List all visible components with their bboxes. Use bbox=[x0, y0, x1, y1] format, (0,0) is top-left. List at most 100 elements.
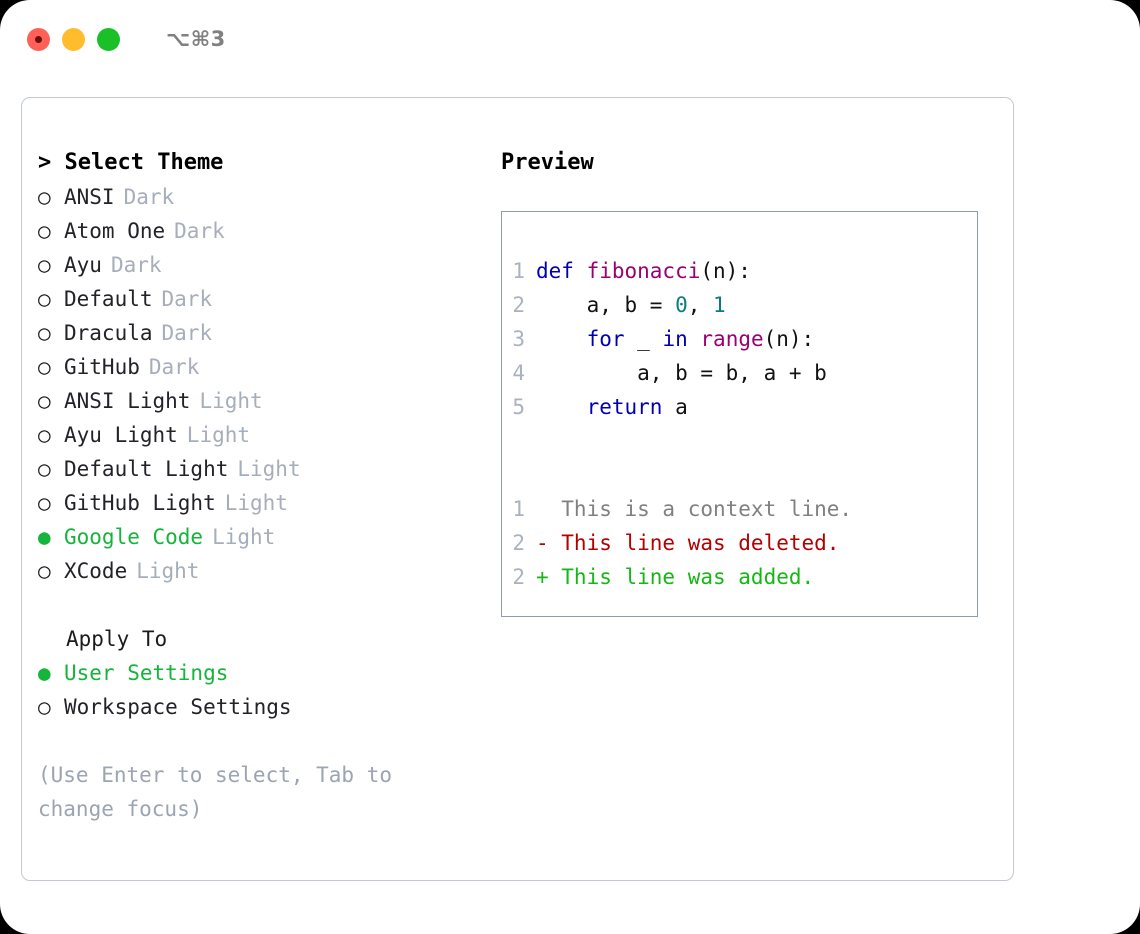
keyboard-hint-text: (Use Enter to select, Tab to change focu… bbox=[38, 763, 393, 821]
code-token: in bbox=[662, 327, 688, 351]
theme-option-google-code-light[interactable]: ● Google Code Light bbox=[38, 520, 498, 554]
code-token: a, b = b, a + b bbox=[536, 361, 827, 385]
radio-unselected-icon[interactable]: ○ bbox=[38, 423, 51, 447]
code-token: return bbox=[586, 395, 663, 419]
line-number: 5 bbox=[512, 395, 525, 419]
apply-to-name: User Settings bbox=[64, 661, 229, 685]
diff-content: This is a context line. bbox=[536, 492, 852, 526]
theme-category: Light bbox=[224, 491, 288, 515]
line-number: 2 bbox=[512, 293, 525, 317]
code-line: 1 def fibonacci(n): bbox=[502, 254, 977, 288]
radio-unselected-icon[interactable]: ○ bbox=[38, 559, 51, 583]
code-line: 5 return a bbox=[502, 390, 977, 424]
diff-content: + This line was added. bbox=[536, 560, 814, 594]
code-content: return a bbox=[536, 390, 688, 424]
theme-name: Google Code bbox=[64, 525, 204, 549]
code-token: , bbox=[687, 293, 714, 317]
diff-line-deleted: 2 - This line was deleted. bbox=[502, 526, 977, 560]
theme-category: Dark bbox=[110, 253, 162, 277]
code-token: fibonacci bbox=[586, 259, 701, 283]
theme-option-github-light[interactable]: ○ GitHub Light Light bbox=[38, 486, 498, 520]
preview-column: Preview 1 def fibonacci(n): 2 a, b = 0, … bbox=[501, 146, 1001, 617]
theme-name: Default bbox=[64, 287, 153, 311]
close-window-icon[interactable] bbox=[27, 27, 50, 51]
list-spacer bbox=[38, 588, 498, 622]
theme-category: Light bbox=[237, 457, 301, 481]
diff-line-context: 1 This is a context line. bbox=[502, 492, 977, 526]
radio-unselected-icon[interactable]: ○ bbox=[38, 355, 51, 379]
code-token: a, b = bbox=[536, 293, 676, 317]
radio-unselected-icon[interactable]: ○ bbox=[38, 695, 51, 719]
code-line: 3 for _ in range(n): bbox=[502, 322, 977, 356]
hint-spacer bbox=[38, 724, 498, 758]
keyboard-shortcut-label: ⌥⌘3 bbox=[166, 27, 226, 51]
theme-option-default-dark[interactable]: ○ Default Dark bbox=[38, 282, 498, 316]
code-line: 2 a, b = 0, 1 bbox=[502, 288, 977, 322]
apply-to-option-user-settings[interactable]: ● User Settings bbox=[38, 656, 498, 690]
theme-option-ansi-light[interactable]: ○ ANSI Light Light bbox=[38, 384, 498, 418]
code-token bbox=[688, 327, 701, 351]
apply-to-heading: Apply To bbox=[66, 627, 168, 651]
radio-selected-icon[interactable]: ● bbox=[38, 525, 51, 549]
code-line: 4 a, b = b, a + b bbox=[502, 356, 977, 390]
radio-unselected-icon[interactable]: ○ bbox=[38, 457, 51, 481]
radio-unselected-icon[interactable]: ○ bbox=[38, 491, 51, 515]
preview-box: 1 def fibonacci(n): 2 a, b = 0, 1 3 for … bbox=[501, 211, 978, 617]
radio-unselected-icon[interactable]: ○ bbox=[38, 185, 51, 209]
code-content: for _ in range(n): bbox=[536, 322, 815, 356]
diff-content: - This line was deleted. bbox=[536, 526, 839, 560]
code-token: for bbox=[586, 327, 625, 351]
line-number: 4 bbox=[512, 361, 525, 385]
theme-category: Dark bbox=[123, 185, 175, 209]
theme-name: Dracula bbox=[64, 321, 153, 345]
diff-token: This is a context line. bbox=[536, 497, 853, 521]
main-panel: > Select Theme ○ ANSI Dark ○ Atom One Da… bbox=[21, 97, 1014, 881]
theme-name: XCode bbox=[64, 559, 128, 583]
theme-name: Default Light bbox=[64, 457, 229, 481]
title-bar: ⌥⌘3 bbox=[0, 0, 1140, 78]
line-number: 2 bbox=[512, 531, 525, 555]
theme-name: Ayu bbox=[64, 253, 102, 277]
code-token: _ bbox=[624, 327, 663, 351]
theme-name: GitHub bbox=[64, 355, 140, 379]
radio-unselected-icon[interactable]: ○ bbox=[38, 253, 51, 277]
diff-token: - This line was deleted. bbox=[536, 531, 840, 555]
diff-token: + This line was added. bbox=[536, 565, 815, 589]
line-number: 1 bbox=[512, 259, 525, 283]
theme-option-xcode-light[interactable]: ○ XCode Light bbox=[38, 554, 498, 588]
code-token: 0 bbox=[675, 293, 688, 317]
theme-name: GitHub Light bbox=[64, 491, 216, 515]
radio-unselected-icon[interactable]: ○ bbox=[38, 219, 51, 243]
maximize-window-icon[interactable] bbox=[97, 27, 120, 51]
theme-name: Ayu Light bbox=[64, 423, 178, 447]
line-number: 3 bbox=[512, 327, 525, 351]
theme-option-github-dark[interactable]: ○ GitHub Dark bbox=[38, 350, 498, 384]
radio-unselected-icon[interactable]: ○ bbox=[38, 389, 51, 413]
theme-category: Light bbox=[199, 389, 263, 413]
theme-option-ansi-dark[interactable]: ○ ANSI Dark bbox=[38, 180, 498, 214]
theme-category: Dark bbox=[174, 219, 225, 243]
theme-option-default-light[interactable]: ○ Default Light Light bbox=[38, 452, 498, 486]
code-content: a, b = b, a + b bbox=[536, 356, 827, 390]
code-token: 1 bbox=[713, 293, 726, 317]
line-number: 1 bbox=[512, 497, 525, 521]
theme-option-ayu-dark[interactable]: ○ Ayu Dark bbox=[38, 248, 498, 282]
radio-unselected-icon[interactable]: ○ bbox=[38, 321, 51, 345]
code-blank-line bbox=[502, 424, 977, 458]
diff-line-added: 2 + This line was added. bbox=[502, 560, 977, 594]
apply-to-name: Workspace Settings bbox=[64, 695, 292, 719]
code-token bbox=[536, 327, 587, 351]
theme-option-ayu-light[interactable]: ○ Ayu Light Light bbox=[38, 418, 498, 452]
radio-selected-icon[interactable]: ● bbox=[38, 661, 51, 685]
theme-category: Light bbox=[186, 423, 251, 447]
line-number: 2 bbox=[512, 565, 525, 589]
apply-to-option-workspace-settings[interactable]: ○ Workspace Settings bbox=[38, 690, 498, 724]
code-token: def bbox=[536, 259, 587, 283]
radio-unselected-icon[interactable]: ○ bbox=[38, 287, 51, 311]
theme-option-dracula-dark[interactable]: ○ Dracula Dark bbox=[38, 316, 498, 350]
theme-option-atom-one-dark[interactable]: ○ Atom One Dark bbox=[38, 214, 498, 248]
code-token: a bbox=[662, 395, 688, 419]
code-blank-line bbox=[502, 458, 977, 492]
minimize-window-icon[interactable] bbox=[62, 27, 85, 51]
